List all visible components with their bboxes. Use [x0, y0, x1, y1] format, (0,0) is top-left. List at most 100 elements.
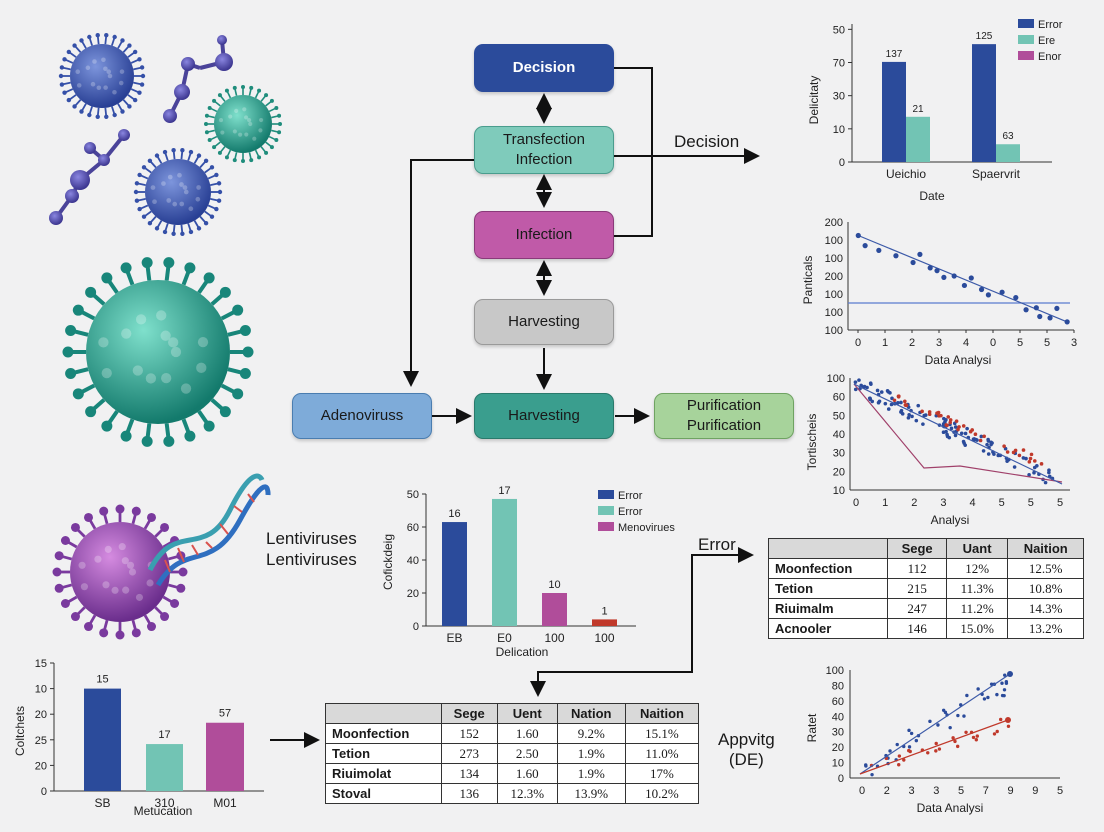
virus-illustrations	[49, 33, 282, 640]
y-tick-label: 80	[832, 680, 844, 692]
x-tick-label: 2	[909, 337, 915, 349]
y-tick-label: 30	[833, 91, 845, 103]
error-connector-label: Error	[698, 535, 736, 554]
data-point	[959, 431, 964, 436]
bar	[592, 619, 617, 626]
data-point	[886, 407, 891, 411]
y-tick-label: 50	[833, 24, 845, 36]
table-header-cell	[767, 538, 889, 559]
y-tick-label: 30	[832, 727, 844, 739]
lentiviruses-label-line1: Lentiviruses	[266, 529, 357, 548]
data-point	[974, 738, 979, 742]
data-point	[953, 425, 958, 429]
data-point	[982, 697, 987, 701]
purification-node-sublabel: Purification	[686, 417, 762, 434]
data-point	[965, 693, 969, 698]
bar	[542, 593, 567, 626]
bar-value-label: 125	[976, 31, 993, 42]
data-point	[979, 434, 984, 439]
y-tick-label: 200	[825, 217, 843, 229]
y-tick-label: 40	[832, 711, 844, 723]
data-point	[947, 435, 952, 440]
data-point	[864, 764, 868, 768]
purification-node[interactable]: Purification Purification	[654, 393, 794, 439]
bar-value-label: 1	[601, 605, 607, 617]
data-point	[1021, 456, 1026, 460]
data-point	[951, 273, 957, 279]
data-point	[986, 695, 990, 700]
data-point	[1029, 452, 1034, 457]
trend-line	[859, 673, 1011, 775]
data-point	[903, 399, 907, 404]
x-tick-label: 7	[983, 785, 989, 797]
y-axis-label: Delicitaty	[807, 76, 821, 125]
bar-chart-top-right: 01030705013721Ueichio12563SpaervritDateD…	[807, 19, 1063, 203]
data-point	[1004, 681, 1009, 685]
data-point	[906, 416, 911, 420]
data-point	[896, 400, 900, 405]
data-point	[895, 742, 899, 747]
x-tick-label: Ueichio	[886, 167, 926, 181]
data-point	[986, 452, 991, 456]
x-tick-label: 3	[940, 497, 946, 509]
x-tick-label: 0	[990, 337, 996, 349]
legend-label: Error	[618, 490, 643, 502]
data-point	[968, 429, 973, 434]
data-point	[907, 745, 912, 749]
x-tick-label: 9	[1032, 785, 1038, 797]
infection-node[interactable]: Infection	[474, 211, 614, 259]
transfection-node[interactable]: Transfection Infection	[474, 126, 614, 174]
harvesting-node-bottom[interactable]: Harvesting	[474, 393, 614, 439]
data-point	[910, 259, 916, 266]
x-tick-label: 2	[911, 497, 917, 509]
appvitg-label: Appvitg (DE)	[718, 730, 775, 770]
data-point	[955, 744, 960, 749]
bar	[906, 116, 930, 162]
data-point	[883, 401, 888, 406]
appvitg-label-line1: Appvitg	[718, 730, 775, 749]
table-cell: 13.9%	[556, 783, 626, 804]
y-tick-label: 60	[833, 392, 845, 404]
y-tick-label: 50	[407, 489, 419, 501]
data-point	[934, 741, 938, 746]
x-tick-label: E0	[497, 631, 512, 645]
legend-swatch	[598, 506, 614, 515]
y-tick-label: 20	[832, 742, 844, 754]
data-point	[870, 772, 874, 777]
table-header-cell: Naition	[1007, 538, 1084, 559]
bar-value-label: 10	[548, 579, 560, 591]
trend-line	[859, 719, 1009, 775]
x-tick-label: 5	[1044, 337, 1050, 349]
data-point	[973, 432, 978, 437]
x-tick-label: Spaervrit	[972, 167, 1021, 181]
table-cell: 136	[440, 783, 498, 804]
data-point	[935, 411, 939, 415]
y-tick-label: 100	[825, 253, 843, 265]
dna-helix-icon	[147, 473, 271, 587]
y-tick-label: 0	[413, 621, 419, 633]
data-point	[963, 443, 967, 447]
data-point	[1006, 724, 1011, 728]
harvesting-node-top[interactable]: Harvesting	[474, 299, 614, 345]
y-tick-label: 60	[832, 696, 844, 708]
data-point	[961, 424, 966, 428]
bar-value-label: 17	[158, 729, 170, 741]
bar	[146, 744, 183, 791]
legend-label: Error	[618, 506, 643, 518]
decision-node[interactable]: Decision	[474, 44, 614, 92]
data-point	[995, 692, 999, 697]
data-point	[917, 251, 923, 257]
data-point	[1005, 450, 1010, 454]
adenovirus-node[interactable]: Adenoviruss	[292, 393, 432, 439]
data-point	[975, 734, 979, 738]
data-point	[936, 723, 940, 727]
transfection-node-label: Transfection	[503, 131, 585, 148]
data-point	[985, 292, 991, 298]
table-cell: 1.60	[496, 763, 558, 784]
data-point	[920, 409, 924, 414]
data-point	[1000, 681, 1004, 685]
virus-large-teal-icon	[62, 257, 254, 447]
